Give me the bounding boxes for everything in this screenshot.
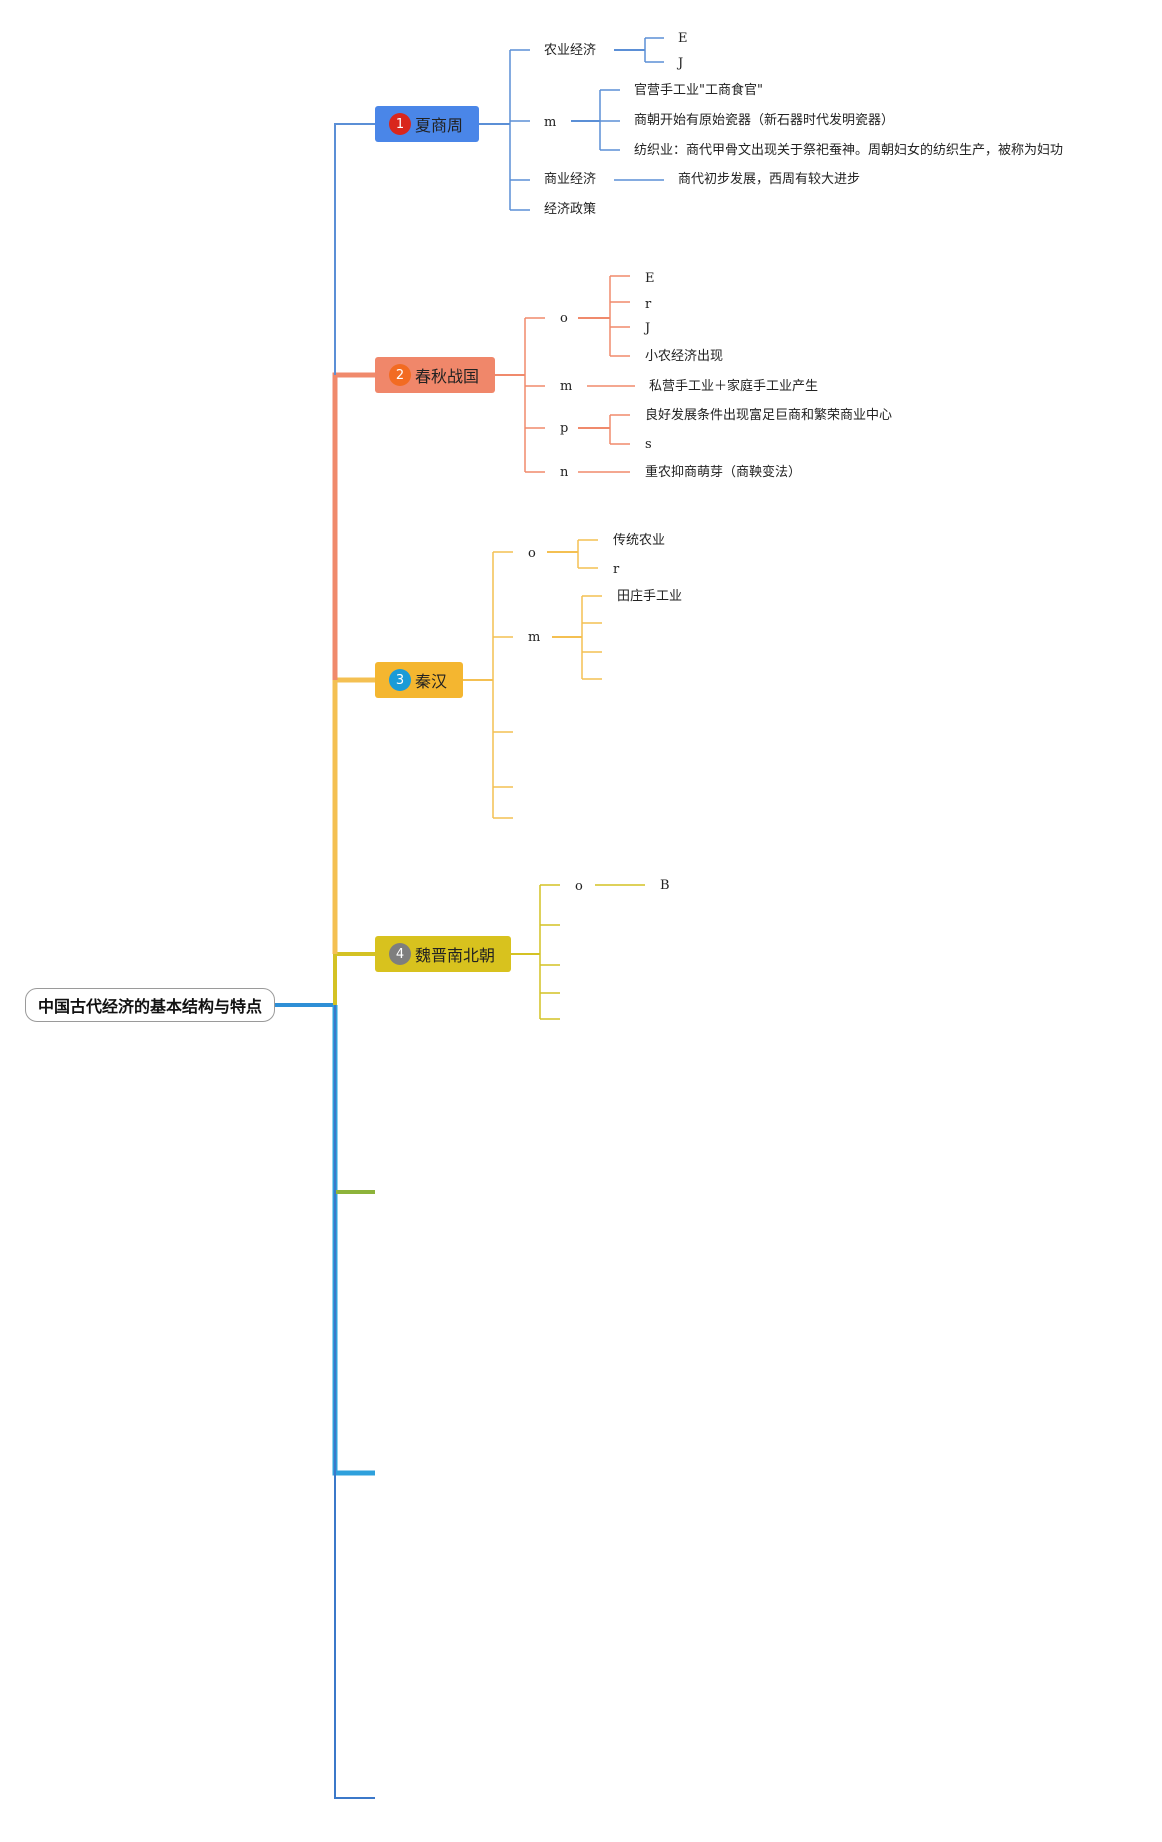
topic-p[interactable]: p <box>560 421 569 436</box>
era-node-weijin-nanbeichao[interactable]: 4 魏晋南北朝 <box>375 936 511 972</box>
topic-good-conditions[interactable]: 良好发展条件出现富足巨商和繁荣商业中心 <box>645 408 893 423</box>
topic-o[interactable]: o <box>560 311 568 326</box>
topic-m[interactable]: m <box>544 115 557 130</box>
trunk-to-era-3 <box>332 677 375 954</box>
topic-private-handicraft[interactable]: 私营手工业＋家庭手工业产生 <box>649 379 819 394</box>
topic-commerce-note[interactable]: 商代初步发展，西周有较大进步 <box>678 172 861 187</box>
era-label: 秦汉 <box>415 672 448 691</box>
topic-m[interactable]: m <box>528 630 541 645</box>
topic-r[interactable]: r <box>645 297 652 312</box>
topic-textile[interactable]: 纺织业：商代甲骨文出现关于祭祀蚕神。周朝妇女的纺织生产，被称为妇功 <box>634 143 1064 158</box>
topic-o[interactable]: o <box>528 546 536 561</box>
era-node-xia-shang-zhou[interactable]: 1 夏商周 <box>375 106 479 142</box>
topic-official-handicraft[interactable]: 官营手工业"工商食官" <box>634 83 763 98</box>
era-label: 夏商周 <box>415 116 464 135</box>
trunk-to-era-1 <box>334 123 375 375</box>
topic-o[interactable]: o <box>575 879 583 894</box>
topic-j[interactable]: J <box>678 56 684 71</box>
topic-r[interactable]: r <box>613 562 620 577</box>
topic-n[interactable]: n <box>560 465 569 480</box>
trunk-to-era-4 <box>333 952 375 1005</box>
topic-manor-handicraft[interactable]: 田庄手工业 <box>617 589 683 604</box>
topic-ceramics[interactable]: 商朝开始有原始瓷器（新石器时代发明瓷器） <box>634 113 895 128</box>
topic-m[interactable]: m <box>560 379 573 394</box>
topic-agriculture-first-policy[interactable]: 重农抑商萌芽（商鞅变法） <box>645 465 802 480</box>
trunk-bottom-branch <box>334 1005 375 1799</box>
topic-j[interactable]: J <box>645 321 651 336</box>
topic-agricultural-economy[interactable]: 农业经济 <box>544 43 597 58</box>
topic-commercial-economy[interactable]: 商业经济 <box>544 172 597 187</box>
era-number-badge: 1 <box>389 113 411 135</box>
topic-e[interactable]: E <box>678 31 688 46</box>
topic-b[interactable]: B <box>660 878 670 893</box>
era-number-badge: 3 <box>389 669 411 691</box>
era-label: 春秋战国 <box>415 367 480 386</box>
topic-traditional-agriculture[interactable]: 传统农业 <box>613 533 666 548</box>
era-number-badge: 4 <box>389 943 411 965</box>
trunk-to-era-2 <box>332 372 375 680</box>
trunk-to-cyan <box>332 1005 375 1476</box>
topic-economic-policy[interactable]: 经济政策 <box>544 202 597 217</box>
root-topic[interactable]: 中国古代经济的基本结构与特点 <box>25 988 275 1022</box>
era-label: 魏晋南北朝 <box>415 946 496 965</box>
topic-small-peasant[interactable]: 小农经济出现 <box>645 349 724 364</box>
era-number-badge: 2 <box>389 364 411 386</box>
era-node-qin-han[interactable]: 3 秦汉 <box>375 662 463 698</box>
topic-e[interactable]: E <box>645 271 655 286</box>
era-node-chunqiu-zhanguo[interactable]: 2 春秋战国 <box>375 357 495 393</box>
topic-s[interactable]: s <box>645 437 652 452</box>
